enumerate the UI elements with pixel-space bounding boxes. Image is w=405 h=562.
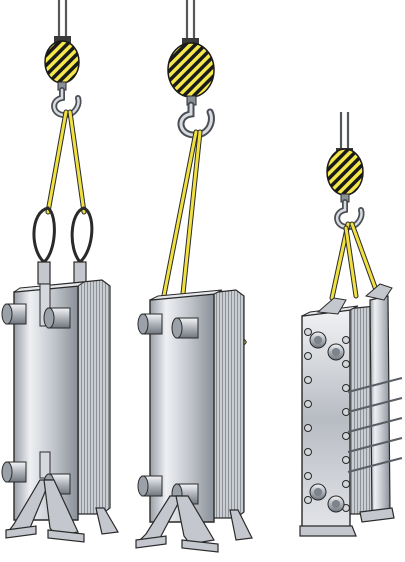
shackle-icon xyxy=(32,206,94,265)
unit-brazed-with-chains xyxy=(1,0,119,543)
bolt-row xyxy=(304,328,350,512)
connection-lug xyxy=(39,283,51,327)
crane-cable xyxy=(57,0,68,40)
crane-cable xyxy=(185,0,196,42)
crane-cable xyxy=(339,112,350,152)
plate-pack xyxy=(149,289,245,523)
crane-hook-icon xyxy=(326,148,365,230)
pipe-connection-icon xyxy=(137,313,199,505)
lifting-sling-icon xyxy=(329,221,379,301)
support-foot-icon xyxy=(299,507,395,537)
support-foot-icon xyxy=(5,479,119,543)
crane-hook-icon xyxy=(167,38,215,139)
crane-hook-icon xyxy=(44,36,82,118)
pipe-connection-icon xyxy=(309,331,345,513)
lifting-sling-icon xyxy=(45,109,87,215)
shackle-bracket xyxy=(37,261,87,285)
unit-brazed-with-sling xyxy=(135,0,253,553)
unit-gasketed-frame xyxy=(299,112,403,537)
tie-bolt-icon xyxy=(347,377,403,473)
support-foot-icon xyxy=(135,495,253,553)
plate-pack xyxy=(13,279,111,521)
